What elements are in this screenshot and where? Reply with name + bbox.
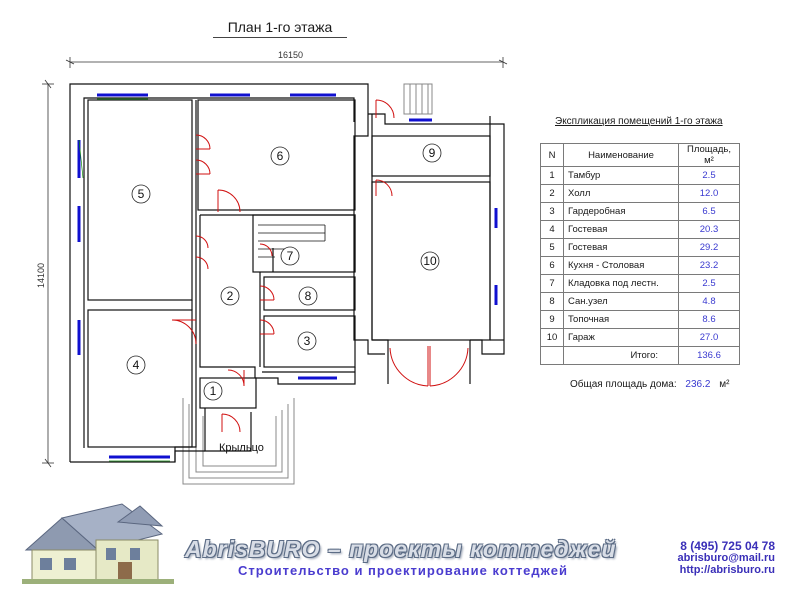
room-label-7: 7 [287, 249, 294, 263]
row-name: Гостевая [563, 238, 679, 257]
header-n: N [540, 143, 564, 167]
row-area: 29.2 [678, 238, 740, 257]
header-area: Площадь, м² [678, 143, 740, 167]
dimension-height: 14100 [36, 263, 46, 288]
room-label-2: 2 [227, 289, 234, 303]
row-area: 8.6 [678, 310, 740, 329]
room-label-9: 9 [429, 146, 436, 160]
total-empty-cell [540, 346, 564, 365]
row-number: 7 [540, 274, 564, 293]
room-label-5: 5 [138, 187, 145, 201]
row-area: 2.5 [678, 274, 740, 293]
total-label: Итого: [563, 346, 679, 365]
room-label-3: 3 [304, 334, 311, 348]
contact-phone: 8 (495) 725 04 78 [680, 539, 775, 553]
row-area: 20.3 [678, 220, 740, 239]
row-name: Кладовка под лестн. [563, 274, 679, 293]
row-number: 2 [540, 184, 564, 203]
walls [69, 83, 505, 463]
table-header-row: N Наименование Площадь, м² [540, 143, 740, 167]
row-name: Холл [563, 184, 679, 203]
house-total-area: Общая площадь дома: 236.2 м² [570, 379, 729, 390]
dimension-width: 16150 [278, 50, 303, 60]
table-total-row: Итого: 136.6 [540, 346, 740, 365]
house-total-label: Общая площадь дома: [570, 379, 677, 390]
room-markers [126, 143, 442, 401]
house-total-unit: м² [719, 379, 730, 390]
windows [77, 93, 498, 459]
header-name: Наименование [563, 143, 679, 167]
contact-email[interactable]: abrisburo@mail.ru [677, 552, 775, 564]
row-area: 2.5 [678, 166, 740, 185]
row-number: 1 [540, 166, 564, 185]
contact-block: 8 (495) 725 04 78 abrisburo@mail.ru http… [640, 540, 775, 576]
row-number: 9 [540, 310, 564, 329]
row-name: Сан.узел [563, 292, 679, 311]
row-area: 23.2 [678, 256, 740, 275]
porch-label: Крыльцо [219, 442, 264, 454]
brand-subtitle: Строительство и проектирование коттеджей [238, 563, 568, 578]
row-name: Гардеробная [563, 202, 679, 221]
room-label-1: 1 [210, 384, 217, 398]
room-label-10: 10 [423, 254, 437, 268]
row-area: 27.0 [678, 328, 740, 347]
row-name: Гостевая [563, 220, 679, 239]
row-number: 5 [540, 238, 564, 257]
row-number: 10 [540, 328, 564, 347]
room-label-8: 8 [305, 289, 312, 303]
row-area: 12.0 [678, 184, 740, 203]
row-number: 4 [540, 220, 564, 239]
dimension-lines [42, 57, 508, 468]
window-frames [78, 98, 170, 462]
doors [171, 99, 469, 433]
row-name: Кухня - Столовая [563, 256, 679, 275]
row-area: 4.8 [678, 292, 740, 311]
row-name: Тамбур [563, 166, 679, 185]
exterior-stairs [403, 83, 433, 115]
room-label-6: 6 [277, 149, 284, 163]
row-number: 3 [540, 202, 564, 221]
plan-title: План 1-го этажа [213, 19, 347, 38]
total-value: 136.6 [678, 346, 740, 365]
brand-logo-text: AbrisBURO – проекты коттеджей [185, 536, 617, 562]
row-number: 8 [540, 292, 564, 311]
contact-url[interactable]: http://abrisburo.ru [679, 564, 775, 576]
house-illustration [22, 503, 174, 584]
porch-steps [182, 398, 295, 485]
row-name: Гараж [563, 328, 679, 347]
house-total-value: 236.2 [685, 379, 711, 390]
explication-title: Экспликация помещений 1-го этажа [555, 116, 723, 127]
row-area: 6.5 [678, 202, 740, 221]
row-number: 6 [540, 256, 564, 275]
row-name: Топочная [563, 310, 679, 329]
room-label-4: 4 [133, 358, 140, 372]
